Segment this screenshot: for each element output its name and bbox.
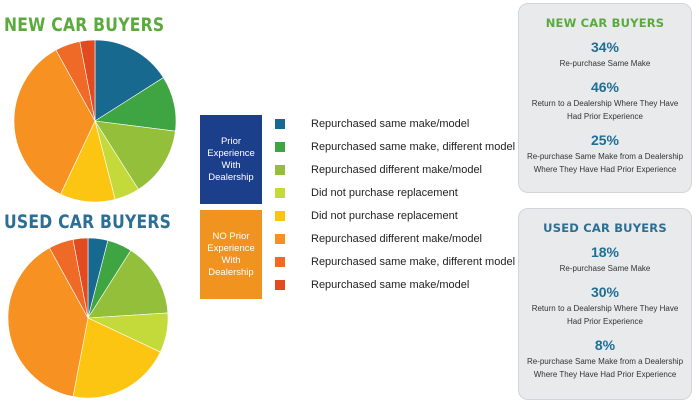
legend-label: Repurchased same make/model — [311, 279, 470, 291]
pie-slice-8 — [72, 237, 89, 319]
legend-swatch — [275, 142, 285, 152]
stat-percentage: 46% — [590, 79, 620, 95]
legend-label: Repurchased same make, different model — [311, 141, 516, 153]
legend-item: Did not purchase replacement — [275, 185, 458, 201]
stat-description: Re-purchase Same Make from a Dealership … — [526, 152, 684, 174]
legend-item: Repurchased same make/model — [275, 116, 469, 132]
legend-item: Repurchased same make, different model — [275, 254, 515, 270]
stat-percentage: 18% — [590, 244, 620, 260]
legend-label: Did not purchase replacement — [311, 210, 458, 222]
prior-experience-group-label: Prior Experience With Dealership — [200, 115, 262, 204]
pie-slice-5 — [72, 317, 161, 399]
legend-swatch — [275, 211, 285, 221]
legend-swatch — [275, 257, 285, 267]
pie-slice-8 — [79, 39, 96, 122]
pie-slice-1 — [94, 39, 164, 122]
stat-description: Re-purchase Same Make — [559, 264, 651, 273]
stat-percentage: 8% — [594, 337, 616, 353]
stat-percentage: 25% — [590, 132, 620, 148]
legend-swatch — [275, 119, 285, 129]
stat-description: Return to a Dealership Where They Have H… — [531, 304, 679, 326]
legend-swatch — [275, 188, 285, 198]
legend-label: Repurchased different make/model — [311, 164, 483, 176]
stat-description: Re-purchase Same Make from a Dealership … — [526, 357, 684, 379]
used-car-buyers-stats-panel: USED CAR BUYERS 18% Re-purchase Same Mak… — [518, 208, 692, 400]
pie-slice-3 — [87, 250, 169, 319]
stat-percentage: 30% — [590, 284, 620, 300]
legend-label: Repurchased same make, different model — [311, 256, 516, 268]
legend-label: Repurchased different make/model — [311, 233, 483, 245]
legend-label: Repurchased same make/model — [311, 118, 470, 130]
pie-slice-3 — [94, 120, 176, 190]
legend-swatch — [275, 165, 285, 175]
pie-slice-6 — [7, 247, 89, 397]
legend-item: Repurchased same make, different model — [275, 139, 515, 155]
legend-label: Did not purchase replacement — [311, 187, 458, 199]
used-car-buyers-pie — [7, 237, 169, 399]
panel-title: NEW CAR BUYERS — [545, 16, 665, 30]
stat-description: Return to a Dealership Where They Have H… — [531, 99, 679, 121]
legend-item: Repurchased different make/model — [275, 231, 482, 247]
panel-title: USED CAR BUYERS — [543, 221, 667, 235]
pie-slice-6 — [13, 49, 96, 195]
legend-item: Repurchased same make/model — [275, 277, 469, 293]
legend-item: Did not purchase replacement — [275, 208, 458, 224]
legend-item: Repurchased different make/model — [275, 162, 482, 178]
no-prior-experience-group-label: NO Prior Experience With Dealership — [200, 210, 262, 299]
legend-swatch — [275, 234, 285, 244]
stat-description: Re-purchase Same Make — [559, 59, 651, 68]
legend-swatch — [275, 280, 285, 290]
used-car-buyers-title: USED CAR BUYERS — [4, 211, 172, 233]
new-car-buyers-title: NEW CAR BUYERS — [4, 14, 165, 36]
new-car-buyers-stats-panel: NEW CAR BUYERS 34% Re-purchase Same Make… — [518, 3, 692, 193]
stat-percentage: 34% — [590, 39, 620, 55]
new-car-buyers-pie — [13, 39, 177, 203]
